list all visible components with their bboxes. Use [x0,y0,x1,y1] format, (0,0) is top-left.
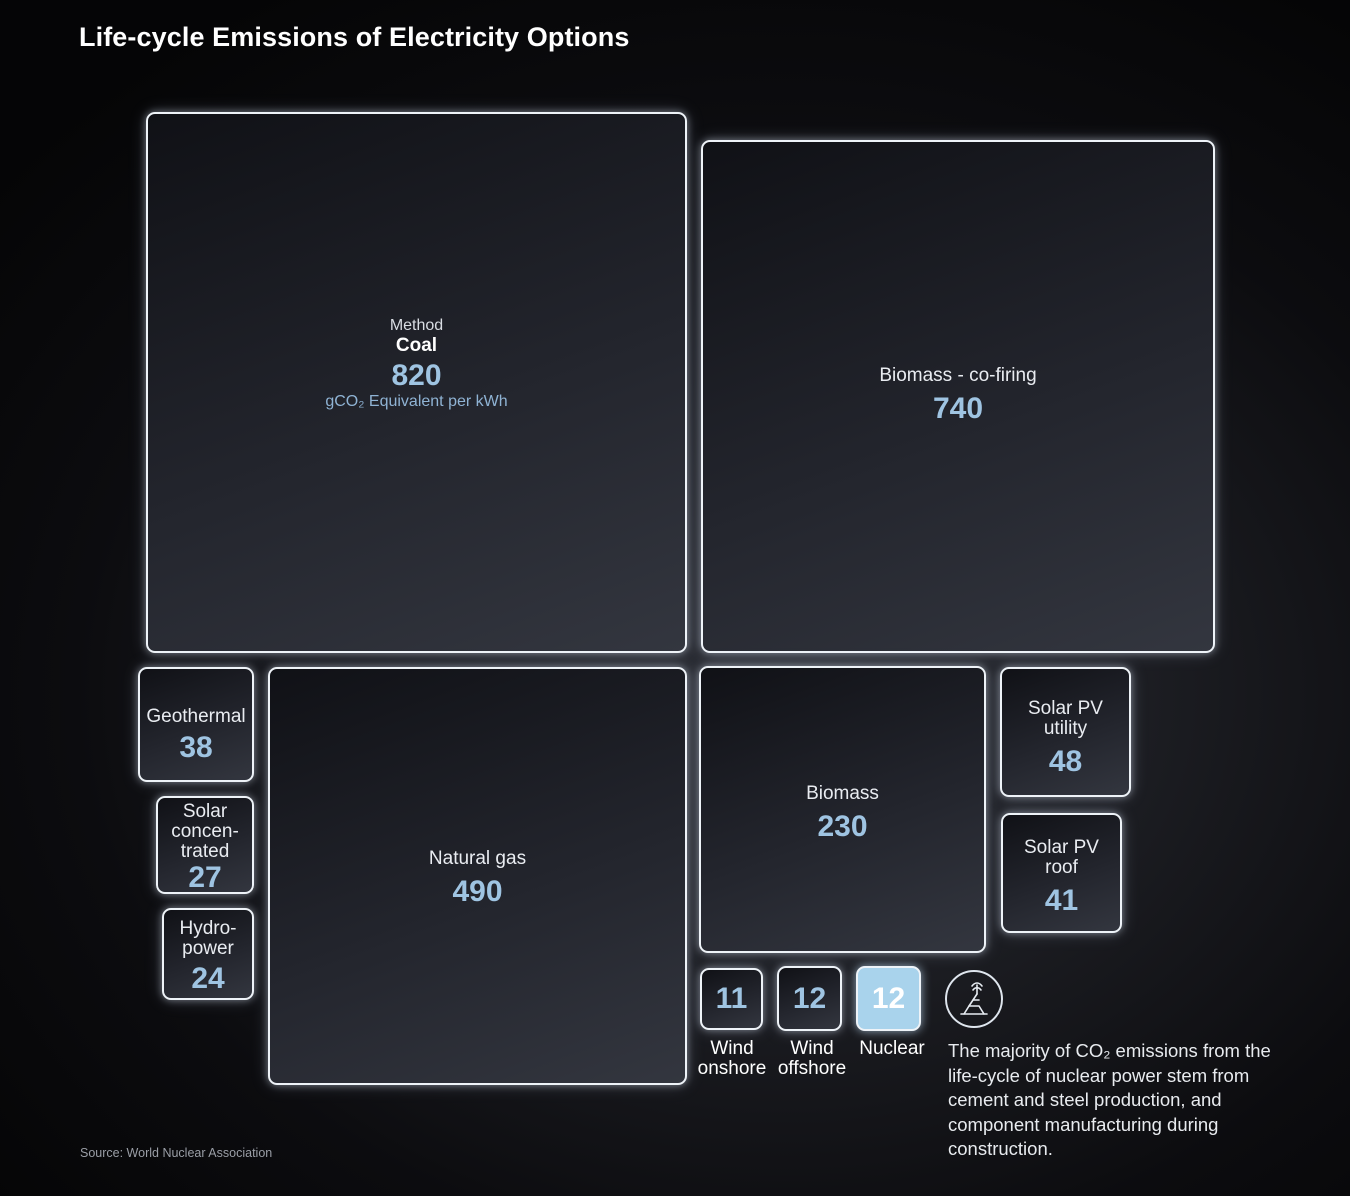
method-label: Method [389,317,444,334]
cell-label: Hydro-power [179,918,237,959]
source-note: Source: World Nuclear Association [80,1146,273,1160]
cell-value: 24 [191,962,225,995]
treemap-cell-coal: Method Coal 820 gCO₂ Equivalent per kWh [146,112,687,653]
treemap-cell-solar-pv-utility: Solar PV utility 48 [1000,667,1131,797]
treemap-cell-geothermal: Geothermal 38 [138,667,254,782]
cell-value: 820 [391,359,442,392]
unit-label: gCO₂ Equivalent per kWh [325,393,508,410]
cell-label: Natural gas [428,848,527,869]
cell-label: Geothermal [146,706,246,727]
cell-value: 38 [179,731,213,764]
cell-label: Biomass - co-firing [879,365,1037,386]
treemap-cell-nuclear: 12 [856,966,921,1031]
treemap-cell-biomass-co-firing: Biomass - co-firing 740 [701,140,1215,653]
treemap-cell-wind-offshore: 12 [777,966,842,1031]
cell-value: 11 [715,982,748,1015]
cell-value: 230 [817,810,868,843]
treemap-cell-natural-gas: Natural gas 490 [268,667,687,1085]
cell-value: 12 [792,982,827,1015]
cell-value: 490 [452,875,503,908]
cell-label: Biomass [806,783,879,804]
label-nuclear: Nuclear [859,1038,925,1059]
cell-label: Coal [395,335,438,356]
cell-label: Solar PV roof [1024,837,1099,878]
treemap-cell-wind-onshore: 11 [700,968,763,1030]
treemap-cell-biomass: Biomass 230 [699,666,986,953]
cell-label: Solar PV utility [1028,698,1103,739]
label-wind-offshore: Wind offshore [777,1038,847,1079]
cell-value: 41 [1044,884,1079,917]
cell-label: Solar concen-trated [171,801,239,862]
cell-value: 48 [1048,745,1083,778]
cell-value: 12 [871,982,906,1015]
label-wind-onshore: Wind onshore [697,1038,767,1079]
cell-value: 740 [932,392,984,425]
construction-crane-icon [945,970,1003,1028]
nuclear-annotation: The majority of CO₂ emissions from the l… [948,1040,1271,1159]
treemap-cell-solar-concentrated: Solar concen-trated 27 [156,796,254,894]
chart-title: Life-cycle Emissions of Electricity Opti… [79,22,630,52]
cell-value: 27 [188,861,222,894]
treemap-cell-solar-pv-roof: Solar PV roof 41 [1001,813,1122,933]
treemap-cell-hydro-power: Hydro-power 24 [162,908,254,1000]
